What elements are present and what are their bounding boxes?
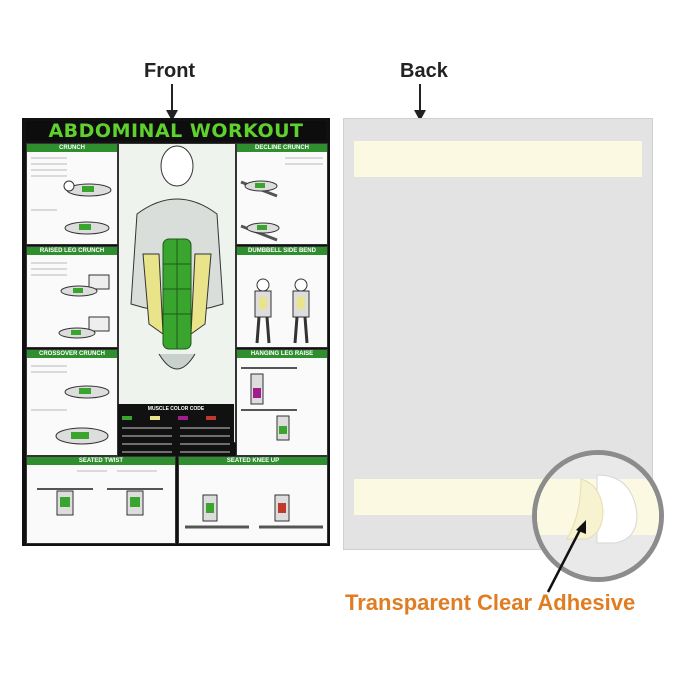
muscle-color-legend: MUSCLE COLOR CODE: [118, 404, 234, 460]
abdominal-anatomy-icon: [130, 145, 224, 370]
legend-notes: [122, 427, 230, 453]
front-arrow-icon: [166, 84, 178, 121]
panel-title: HANGING LEG RAISE: [237, 350, 327, 358]
panel-title: SEATED TWIST: [27, 457, 175, 465]
legend-swatch-yellow: [150, 416, 160, 420]
adhesive-strip-top: [354, 141, 642, 177]
panel-title: CRUNCH: [27, 144, 117, 152]
panel-decline-crunch: DECLINE CRUNCH: [236, 143, 328, 245]
seated-knee-up-figure-icon: [185, 494, 323, 529]
back-arrow-icon: [414, 84, 426, 121]
raised-leg-crunch-figure-icon: [31, 262, 110, 339]
peeling-adhesive-icon: [537, 455, 659, 577]
panel-dumbbell-side-bend: DUMBBELL SIDE BEND: [236, 246, 328, 348]
adhesive-zoom-circle: [532, 450, 664, 582]
front-poster: ABDOMINAL WORKOUT CRUNCH RAISED LEG CRUN…: [22, 118, 330, 546]
poster-title: ABDOMINAL WORKOUT: [26, 121, 326, 141]
panel-title: SEATED KNEE UP: [179, 457, 327, 465]
panel-crunch: CRUNCH: [26, 143, 118, 245]
legend-swatch-green: [122, 416, 132, 420]
panel-crossover-crunch: CROSSOVER CRUNCH: [26, 349, 118, 456]
back-label: Back: [400, 60, 448, 82]
front-label: Front: [144, 60, 196, 82]
panel-raised-leg-crunch: RAISED LEG CRUNCH: [26, 246, 118, 348]
crossover-crunch-figure-icon: [31, 365, 110, 445]
decline-crunch-figure-icon: [240, 157, 323, 242]
crunch-figure-icon: [31, 157, 112, 235]
panel-title: CROSSOVER CRUNCH: [27, 350, 117, 358]
panel-title: DUMBBELL SIDE BEND: [237, 247, 327, 255]
legend-swatch-purple: [178, 416, 188, 420]
callout-arrow-icon: [546, 520, 586, 593]
adhesive-caption: Transparent Clear Adhesive: [345, 590, 636, 615]
legend-title: MUSCLE COLOR CODE: [147, 406, 205, 412]
panel-seated-knee-up: SEATED KNEE UP: [178, 456, 328, 544]
panel-title: RAISED LEG CRUNCH: [27, 247, 117, 255]
seated-twist-figure-icon: [37, 470, 163, 516]
hanging-leg-raise-figure-icon: [241, 367, 297, 441]
dumbbell-side-bend-figure-icon: [254, 278, 310, 344]
anatomy-figure: [118, 143, 236, 443]
panel-title: DECLINE CRUNCH: [237, 144, 327, 152]
legend-swatch-red: [206, 416, 216, 420]
panel-seated-twist: SEATED TWIST: [26, 456, 176, 544]
panel-hanging-leg-raise: HANGING LEG RAISE: [236, 349, 328, 456]
